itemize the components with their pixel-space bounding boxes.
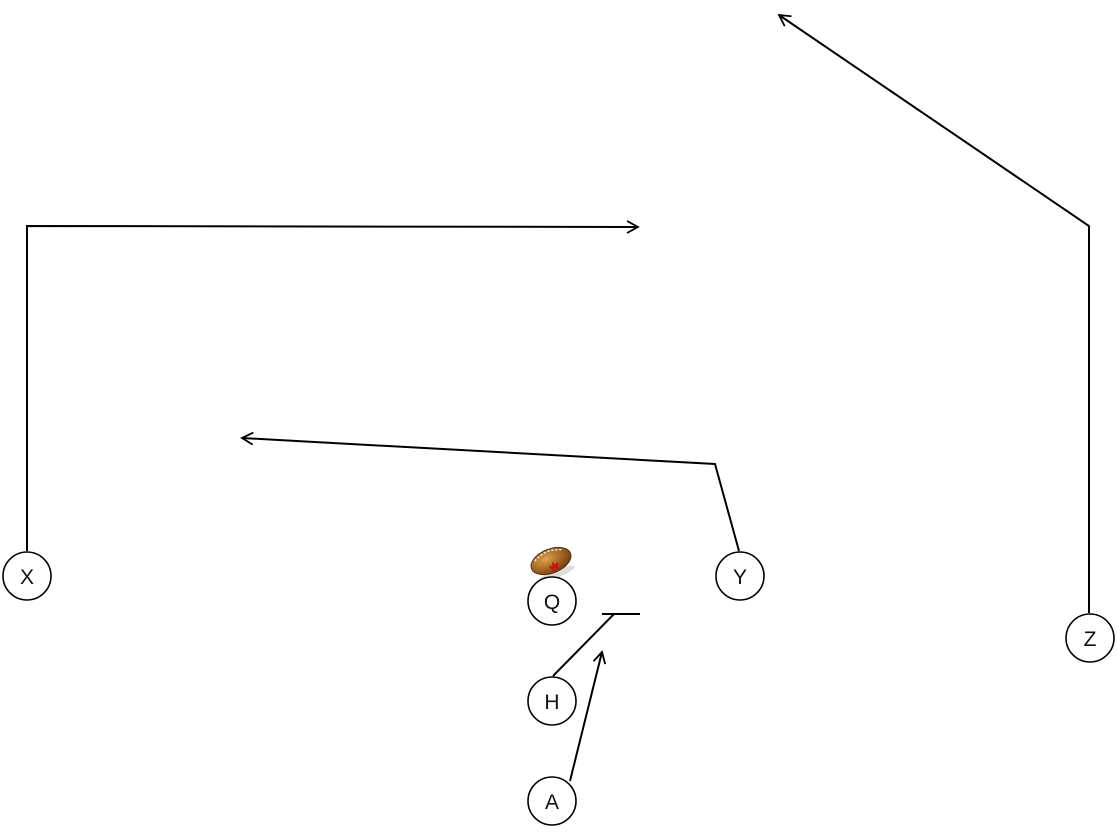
- svg-text:X: X: [20, 566, 34, 589]
- svg-text:A: A: [545, 791, 559, 814]
- route-y: [240, 431, 740, 552]
- player-x: X: [2, 551, 52, 601]
- route-h: [552, 613, 640, 677]
- player-h: H: [527, 676, 577, 726]
- svg-text:Q: Q: [544, 591, 560, 614]
- svg-text:Y: Y: [733, 566, 747, 589]
- route-a: [569, 650, 607, 782]
- player-q: Q: [527, 576, 577, 626]
- player-a: A: [527, 776, 577, 826]
- player-y: Y: [715, 551, 765, 601]
- football-icon: [530, 546, 575, 583]
- route-x: [26, 220, 640, 551]
- route-z: [777, 13, 1090, 613]
- player-z: Z: [1065, 613, 1115, 663]
- svg-text:H: H: [544, 691, 559, 714]
- svg-text:Z: Z: [1084, 628, 1097, 651]
